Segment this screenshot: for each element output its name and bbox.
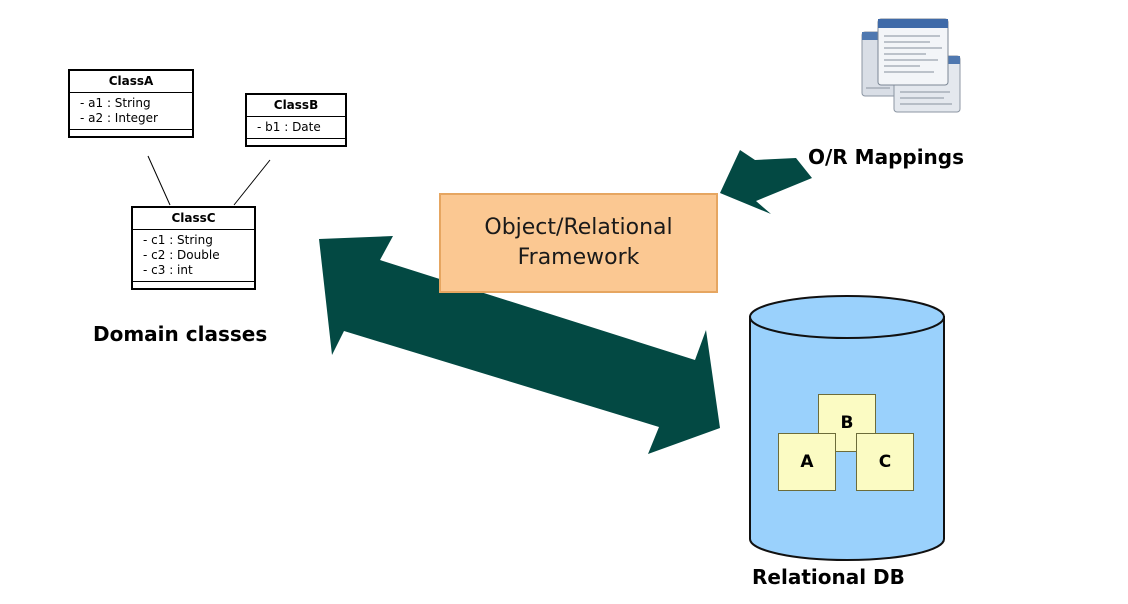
mappings-caption: O/R Mappings bbox=[808, 145, 965, 169]
framework-line-1: Object/Relational bbox=[484, 215, 673, 240]
class-c-attribute: - c2 : Double bbox=[143, 248, 220, 262]
db-table-a: A bbox=[778, 433, 836, 491]
class-c-attribute: - c1 : String bbox=[143, 233, 213, 247]
domain-classes-caption: Domain classes bbox=[93, 322, 268, 346]
class-a-attributes: - a1 : String - a2 : Integer bbox=[70, 93, 192, 130]
class-a-operations bbox=[70, 130, 192, 136]
uml-class-a: ClassA - a1 : String - a2 : Integer bbox=[68, 69, 194, 138]
class-c-operations bbox=[133, 282, 254, 288]
class-b-attributes: - b1 : Date bbox=[247, 117, 345, 139]
class-b-name: ClassB bbox=[247, 95, 345, 117]
class-c-name: ClassC bbox=[133, 208, 254, 230]
mapping-arrow bbox=[720, 150, 812, 214]
class-a-attribute: - a1 : String bbox=[80, 96, 151, 110]
documents-icon bbox=[861, 18, 961, 113]
class-a-attribute: - a2 : Integer bbox=[80, 111, 158, 125]
framework-box: Object/Relational Framework bbox=[439, 193, 718, 293]
association-line-a-c bbox=[147, 155, 171, 206]
association-line-b-c bbox=[233, 159, 271, 206]
class-b-operations bbox=[247, 139, 345, 145]
database-caption: Relational DB bbox=[752, 565, 905, 589]
class-b-attribute: - b1 : Date bbox=[257, 120, 321, 134]
uml-class-c: ClassC - c1 : String - c2 : Double - c3 … bbox=[131, 206, 256, 290]
class-a-name: ClassA bbox=[70, 71, 192, 93]
class-c-attributes: - c1 : String - c2 : Double - c3 : int bbox=[133, 230, 254, 282]
double-arrow bbox=[319, 236, 720, 454]
class-c-attribute: - c3 : int bbox=[143, 263, 193, 277]
uml-class-b: ClassB - b1 : Date bbox=[245, 93, 347, 147]
framework-line-2: Framework bbox=[517, 245, 640, 270]
db-table-c: C bbox=[856, 433, 914, 491]
